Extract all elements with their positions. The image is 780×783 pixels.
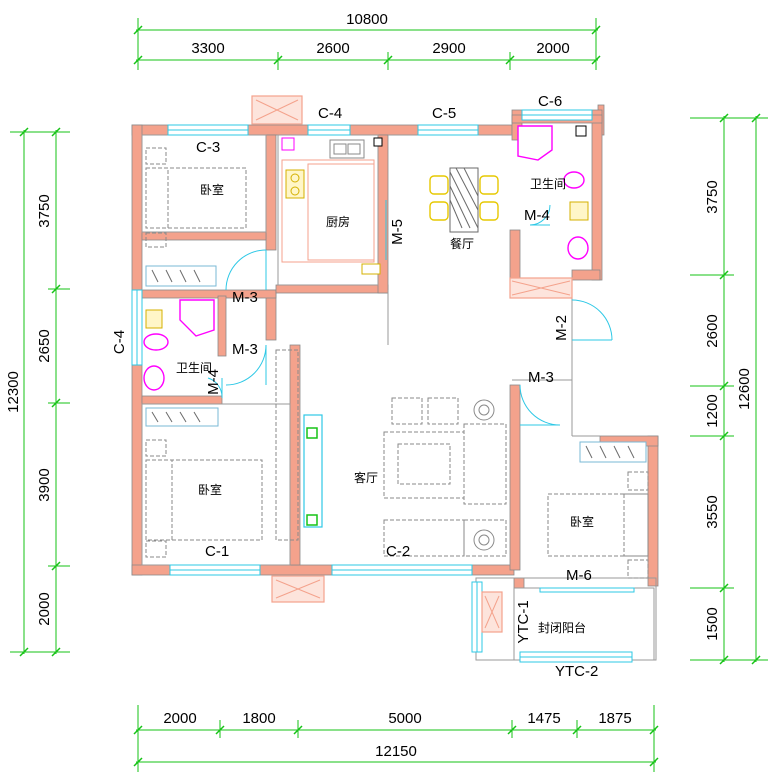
right-dimension-3: 1200 bbox=[704, 394, 721, 427]
mark-c3: C-3 bbox=[196, 139, 220, 156]
living-sofa bbox=[383, 431, 465, 499]
top-total-dimension: 10800 bbox=[346, 11, 388, 28]
room-label-bathroom-left: 卫生间 bbox=[176, 361, 212, 375]
tv-green-blocks bbox=[306, 427, 318, 526]
right-dimension-5: 1500 bbox=[704, 607, 721, 640]
mark-m3-right: M-3 bbox=[528, 369, 554, 386]
kitchen-cabinet-magenta bbox=[281, 137, 295, 151]
mark-m3-lower: M-3 bbox=[232, 341, 258, 358]
basin-right bbox=[567, 236, 589, 260]
right-dimension-1: 3750 bbox=[704, 180, 721, 213]
mark-m5: M-5 bbox=[389, 219, 406, 245]
basin-left bbox=[143, 365, 165, 391]
right-total-dimension: 12600 bbox=[736, 368, 753, 410]
mark-c4-left: C-4 bbox=[111, 330, 128, 354]
kitchen-fridge bbox=[373, 137, 383, 147]
left-dimension-4: 2000 bbox=[36, 592, 53, 625]
room-label-balcony: 封闭阳台 bbox=[538, 620, 586, 635]
left-bathroom-yellow bbox=[145, 309, 163, 329]
shower-left bbox=[179, 299, 215, 337]
toilet-left bbox=[143, 333, 169, 351]
shower-right bbox=[517, 125, 553, 161]
furniture bbox=[145, 147, 649, 579]
mark-c5: C-5 bbox=[432, 105, 456, 122]
toilet-right bbox=[563, 171, 585, 189]
living-table-markers bbox=[473, 399, 495, 551]
mark-c6: C-6 bbox=[538, 93, 562, 110]
window-glass-lines bbox=[136, 114, 632, 658]
kitchen-stove bbox=[285, 169, 305, 199]
top-dimension-4: 2000 bbox=[536, 40, 569, 57]
dimension-ticks bbox=[19, 25, 761, 767]
right-bathroom-fixtures bbox=[517, 125, 589, 260]
left-total-dimension: 12300 bbox=[5, 371, 22, 413]
dining-table bbox=[449, 167, 479, 233]
right-dimension-2: 2600 bbox=[704, 314, 721, 347]
kitchen-sink bbox=[329, 139, 365, 159]
top-dimension-3: 2900 bbox=[432, 40, 465, 57]
top-dimension-2: 2600 bbox=[316, 40, 349, 57]
mark-c2: C-2 bbox=[386, 543, 410, 560]
right-bathroom-box bbox=[575, 125, 587, 137]
mark-c4-top: C-4 bbox=[318, 105, 342, 122]
bottom-dimension-2: 1800 bbox=[242, 710, 275, 727]
kitchen-yellow-box bbox=[361, 263, 381, 275]
room-label-dining: 餐厅 bbox=[450, 236, 474, 251]
bottom-dimension-4: 1475 bbox=[527, 710, 560, 727]
left-bathroom-fixtures bbox=[143, 299, 215, 391]
bay-window-crosses bbox=[255, 99, 571, 629]
tv-stand bbox=[303, 414, 323, 528]
bed-right bbox=[547, 493, 649, 557]
bed-top-left bbox=[145, 167, 247, 229]
bottom-total-dimension: 12150 bbox=[375, 743, 417, 760]
room-label-bedroom-bottom-left: 卧室 bbox=[198, 482, 222, 497]
doors bbox=[207, 200, 613, 426]
top-dimension-1: 3300 bbox=[191, 40, 224, 57]
dining-chairs bbox=[429, 175, 499, 221]
mark-m2: M-2 bbox=[553, 315, 570, 341]
room-label-kitchen: 厨房 bbox=[326, 214, 350, 229]
room-label-bedroom-top-left: 卧室 bbox=[200, 182, 224, 197]
mark-ytc1: YTC-1 bbox=[515, 600, 532, 643]
mark-m4-left: M-4 bbox=[205, 369, 222, 395]
room-label-bathroom-right: 卫生间 bbox=[530, 177, 566, 191]
mark-ytc2: YTC-2 bbox=[555, 663, 598, 680]
bed-bottom-left bbox=[145, 459, 263, 541]
mark-m3-upper: M-3 bbox=[232, 289, 258, 306]
right-bathroom-yellow bbox=[569, 201, 589, 221]
right-dimension-4: 3550 bbox=[704, 495, 721, 528]
bottom-dimension-1: 2000 bbox=[163, 710, 196, 727]
kitchen-counter bbox=[281, 159, 375, 263]
mark-m4-right: M-4 bbox=[524, 207, 550, 224]
mark-m6: M-6 bbox=[566, 567, 592, 584]
wardrobe-hangers bbox=[151, 269, 635, 459]
left-dimension-2: 2650 bbox=[36, 329, 53, 362]
tv-cabinet bbox=[275, 349, 299, 541]
bottom-dimension-5: 1875 bbox=[598, 710, 631, 727]
mark-c1: C-1 bbox=[205, 543, 229, 560]
left-dimension-1: 3750 bbox=[36, 194, 53, 227]
left-dimension-3: 3900 bbox=[36, 468, 53, 501]
interior-walls bbox=[141, 134, 601, 589]
bottom-dimension-3: 5000 bbox=[388, 710, 421, 727]
room-label-living: 客厅 bbox=[354, 470, 378, 485]
room-label-bedroom-right: 卧室 bbox=[570, 514, 594, 529]
